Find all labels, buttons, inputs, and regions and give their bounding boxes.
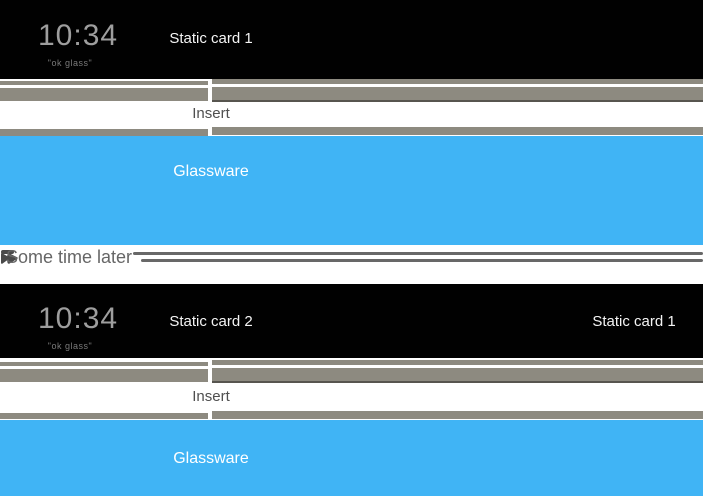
glassware-card-edge-left	[0, 129, 208, 136]
ok-glass-hint: "ok glass"	[47, 58, 93, 68]
timeline-card-strip-after: 10:34 "ok glass" Static card 2 Static ca…	[0, 284, 703, 358]
timeline-edge-right-top	[212, 79, 703, 84]
timeline-edge-left-bottom	[0, 88, 208, 101]
timeline-edge-right-bottom	[212, 87, 703, 100]
static-card-2-label: Static card 2	[169, 313, 253, 330]
clock-time: 10:34	[38, 302, 119, 335]
fast-forward-icon	[1, 250, 18, 264]
timeline-edge-right-bottom	[212, 368, 703, 381]
timeline-edge-left-bottom	[0, 369, 208, 382]
glassware-card-edge-left	[0, 413, 208, 419]
divider-line-top	[133, 252, 703, 255]
timeline-edge-right-shadow	[212, 381, 703, 383]
clock-time: 10:34	[38, 19, 119, 52]
glassware-card: Glassware	[0, 136, 703, 245]
static-card-1-label: Static card 1	[169, 30, 253, 47]
divider-line-bottom	[141, 259, 703, 262]
timeline-card-strip-before: 10:34 "ok glass" Static card 1	[0, 0, 703, 79]
glassware-label: Glassware	[173, 163, 249, 180]
divider-label: Some time later	[6, 247, 133, 267]
insert-action-label: Insert	[192, 105, 230, 122]
timeline-edge-left-top	[0, 362, 208, 366]
glassware-card-edge-right	[212, 411, 703, 419]
insert-action-label: Insert	[192, 388, 230, 405]
timeline-edge-left-top	[0, 81, 208, 85]
static-card-1-label-right: Static card 1	[592, 313, 676, 330]
ok-glass-hint: "ok glass"	[47, 341, 93, 351]
glassware-card: Glassware	[0, 420, 703, 496]
timeline-edge-right-shadow	[212, 100, 703, 102]
timeline-edge-right-top	[212, 360, 703, 365]
glassware-card-edge-right	[212, 127, 703, 135]
glassware-label: Glassware	[173, 450, 249, 467]
